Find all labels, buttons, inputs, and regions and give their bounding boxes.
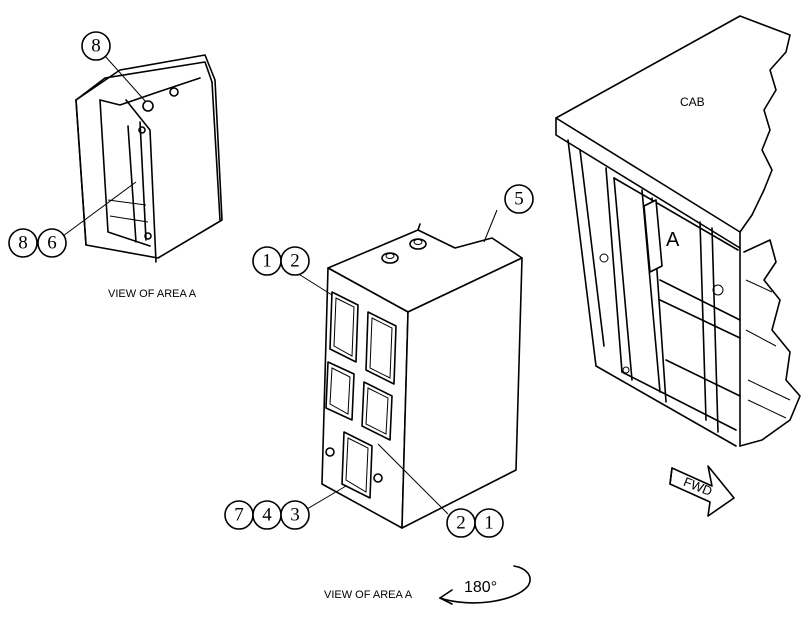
view-of-area-a-caption-top: VIEW OF AREA A xyxy=(108,288,197,300)
switch-mid-left xyxy=(325,361,355,421)
cab-label: CAB xyxy=(680,95,705,109)
callout-1-upper: 1 xyxy=(252,246,282,276)
svg-text:2: 2 xyxy=(456,513,466,534)
bracket-assembly xyxy=(296,209,523,529)
callout-5: 5 xyxy=(504,184,534,214)
switch-lower xyxy=(341,431,373,499)
top-bolt-1 xyxy=(381,252,399,264)
callout-4: 4 xyxy=(252,500,282,530)
rotation-arrow xyxy=(439,565,531,605)
svg-text:8: 8 xyxy=(91,36,101,57)
svg-text:4: 4 xyxy=(262,505,272,526)
svg-text:1: 1 xyxy=(484,513,494,534)
switch-mid-right xyxy=(361,381,393,441)
switch-upper-left xyxy=(329,291,359,363)
callout-8-left: 8 xyxy=(8,228,38,258)
svg-text:5: 5 xyxy=(514,189,524,210)
view-of-area-a-caption-bottom: VIEW OF AREA A xyxy=(324,589,413,601)
switch-upper-right xyxy=(365,311,397,385)
svg-text:1: 1 xyxy=(262,251,272,272)
svg-text:6: 6 xyxy=(47,233,57,254)
view-a-small xyxy=(62,54,223,263)
forward-arrow xyxy=(669,465,735,517)
callout-3: 3 xyxy=(280,500,310,530)
area-a-marker: A xyxy=(666,229,680,251)
callout-6-left: 6 xyxy=(37,228,67,258)
svg-text:8: 8 xyxy=(18,233,28,254)
callout-8-top: 8 xyxy=(81,31,111,61)
callout-2-upper: 2 xyxy=(280,246,310,276)
svg-text:2: 2 xyxy=(290,251,300,272)
svg-text:3: 3 xyxy=(290,505,300,526)
rotation-label: 180° xyxy=(464,579,497,596)
svg-text:7: 7 xyxy=(234,505,244,526)
callout-7: 7 xyxy=(224,500,254,530)
top-bolt-2 xyxy=(409,238,427,250)
callout-1-lower: 1 xyxy=(474,508,504,538)
cab-assembly xyxy=(555,15,801,447)
callout-2-lower: 2 xyxy=(446,508,476,538)
